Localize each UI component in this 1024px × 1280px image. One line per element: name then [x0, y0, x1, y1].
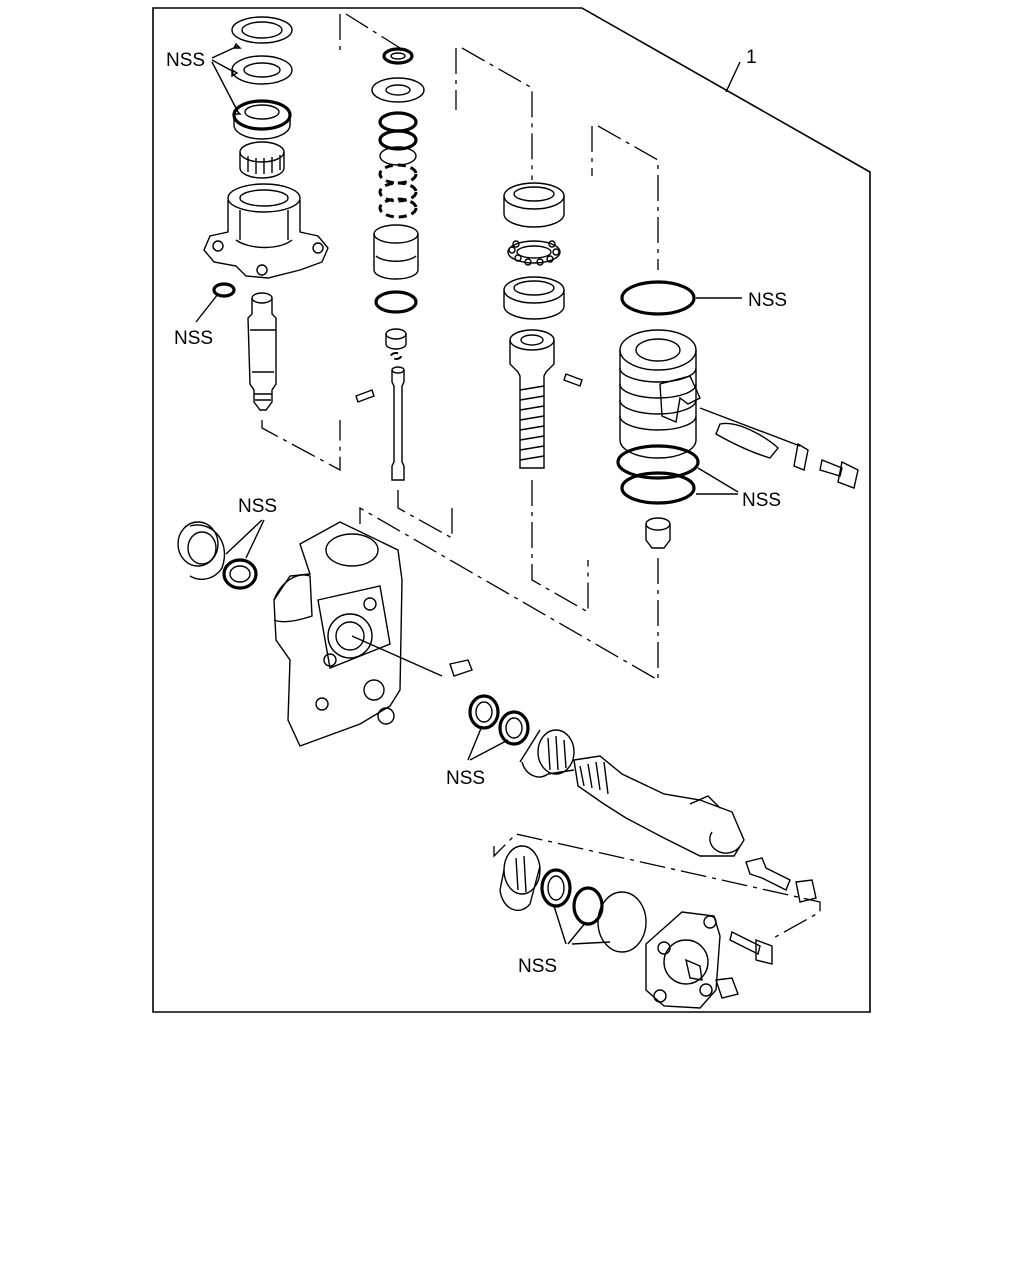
gear-housing-group: NSS — [177, 496, 473, 747]
piston-oring — [620, 280, 696, 316]
nss-label-input-seals: NSS — [446, 768, 485, 789]
sector-adjuster-bolt — [745, 857, 791, 891]
sector-needle-bearing — [537, 729, 575, 775]
side-cover-group: NSS — [499, 845, 773, 1009]
ball-return-guide — [715, 422, 779, 459]
cover-bolt — [729, 930, 773, 965]
side-cover — [645, 911, 721, 1009]
link-line-side-cover — [493, 833, 821, 941]
top-washer — [231, 16, 293, 44]
nss-label-piston-oring: NSS — [748, 290, 787, 311]
nss-label-sector-seals: NSS — [238, 496, 277, 517]
cover-gasket-oring — [597, 891, 647, 953]
kit-frame — [152, 7, 871, 1013]
sector-shaft-group: NSS — [446, 694, 817, 903]
torsion-bar — [391, 370, 405, 481]
kit-callout-leader — [725, 61, 741, 93]
cover-seal-1 — [540, 868, 572, 908]
sector-seal-2 — [498, 710, 530, 746]
piston-ring-stack — [339, 13, 425, 481]
worm-ball-bearing — [507, 240, 561, 264]
housing-stud — [449, 659, 473, 677]
rack-piston — [619, 329, 697, 371]
adjuster-plug — [177, 521, 219, 567]
link-line-valve-shaft — [261, 420, 341, 472]
valve-housing — [203, 200, 329, 279]
link-line-rack-piston — [359, 506, 659, 682]
spool-valve — [373, 224, 419, 244]
nss-label-top-seals: NSS — [166, 50, 205, 71]
worm-shaft — [509, 340, 555, 469]
valve-shaft — [247, 298, 277, 411]
kit-callout-number: 1 — [746, 47, 757, 68]
sector-seal-1 — [468, 694, 500, 730]
link-line-torsion-bar — [397, 490, 453, 540]
piston-ring-1 — [616, 444, 700, 480]
rack-plug — [645, 524, 671, 549]
valve-housing-group: NSS NSS — [166, 16, 329, 411]
nss-label-housing-oring: NSS — [174, 328, 213, 349]
worm-shaft-group — [455, 47, 583, 469]
clamp-bolt — [819, 459, 859, 489]
nss-label-piston-rings: NSS — [742, 490, 781, 511]
needle-bearing-top — [239, 141, 285, 163]
piston-rack-group: NSS NSS — [591, 125, 859, 549]
housing-small-oring — [212, 282, 236, 298]
piston-ring-2 — [620, 471, 696, 505]
gear-housing — [273, 521, 403, 747]
top-seal-1 — [231, 55, 293, 85]
link-line-worm-shaft — [531, 480, 589, 614]
nss-label-cover-seals: NSS — [518, 956, 557, 977]
